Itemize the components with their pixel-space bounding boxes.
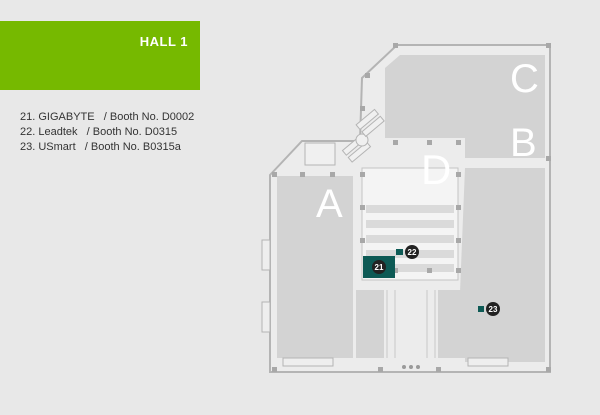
booth-23-number: 23 xyxy=(489,305,498,314)
booth-legend: 21. GIGABYTE / Booth No. D0002 22. Leadt… xyxy=(20,110,194,155)
bottom-entrance xyxy=(467,357,509,367)
booth-21-marker[interactable] xyxy=(372,260,386,274)
booth-22-number: 22 xyxy=(408,248,417,257)
booth-22-marker[interactable] xyxy=(405,245,419,259)
side-entrance-left xyxy=(261,239,271,271)
d-row-5 xyxy=(366,264,454,272)
d-row-1 xyxy=(366,205,454,213)
zone-label-c: C xyxy=(510,57,539,101)
hall-a xyxy=(277,176,353,358)
side-entrance-left xyxy=(261,301,271,333)
hall-banner: HALL 1 xyxy=(0,21,200,90)
hall-center-left xyxy=(356,290,384,358)
bottom-entrance xyxy=(282,357,334,367)
d-row-2 xyxy=(366,220,454,228)
lobby-seating xyxy=(355,108,385,138)
d-row-3 xyxy=(366,235,454,243)
booth-legend-item-22[interactable]: 22. Leadtek / Booth No. D0315 xyxy=(20,126,178,138)
booth-21-number: 21 xyxy=(375,263,384,272)
booth-23[interactable] xyxy=(478,306,484,312)
hall-title: HALL 1 xyxy=(139,34,188,49)
booth-legend-item-21[interactable]: 21. GIGABYTE / Booth No. D0002 xyxy=(20,111,195,123)
main-entrance-icon xyxy=(402,365,420,369)
hall-center-right xyxy=(438,290,466,358)
building-columns xyxy=(272,43,551,372)
booth-legend-item-23[interactable]: 23. USmart / Booth No. B0315a xyxy=(20,141,181,153)
hall-b-lower xyxy=(460,168,545,362)
zone-label-d: D xyxy=(421,146,451,193)
lobby-desk xyxy=(304,142,336,166)
booth-23-marker[interactable] xyxy=(486,302,500,316)
booth-22[interactable] xyxy=(396,249,403,255)
lobby-round-table xyxy=(355,133,369,147)
zone-label-b: B xyxy=(510,121,537,165)
hall-c-b xyxy=(385,55,545,158)
zone-label-a: A xyxy=(316,182,343,226)
